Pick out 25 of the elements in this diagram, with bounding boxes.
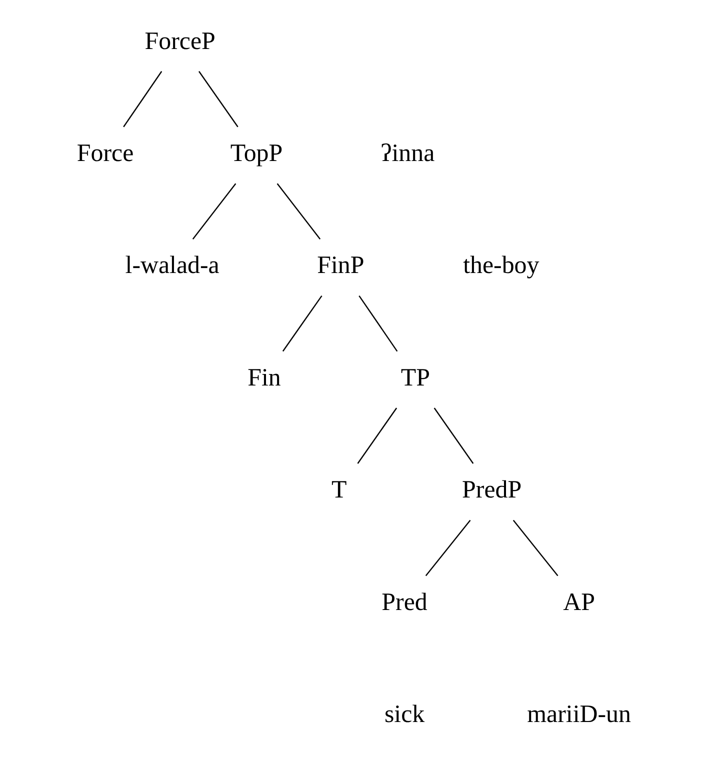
connector xyxy=(433,408,474,464)
connector xyxy=(512,520,558,576)
node-text: Fin xyxy=(247,364,280,392)
node-text: PredP xyxy=(462,476,522,504)
connector xyxy=(358,295,398,352)
node-text: TopP xyxy=(230,140,282,167)
connector xyxy=(198,71,238,128)
connector xyxy=(276,183,320,240)
node-text: T xyxy=(330,476,346,504)
label: the-boy xyxy=(462,252,539,280)
node-text: AP xyxy=(562,588,595,616)
node-text: TP xyxy=(400,364,430,392)
node-text: Force xyxy=(76,140,134,167)
connector xyxy=(282,295,322,352)
connector xyxy=(122,71,162,128)
node-text: FinP xyxy=(316,252,364,280)
connector xyxy=(356,408,397,464)
node-text: l-walad-a xyxy=(124,252,219,280)
label: ʔinna xyxy=(380,140,434,167)
label: sick xyxy=(384,701,424,728)
node-text: ForceP xyxy=(144,28,215,55)
label: mariiD-un xyxy=(526,701,631,728)
connector xyxy=(424,520,470,576)
connector xyxy=(192,183,236,240)
node-text: Pred xyxy=(381,588,427,616)
